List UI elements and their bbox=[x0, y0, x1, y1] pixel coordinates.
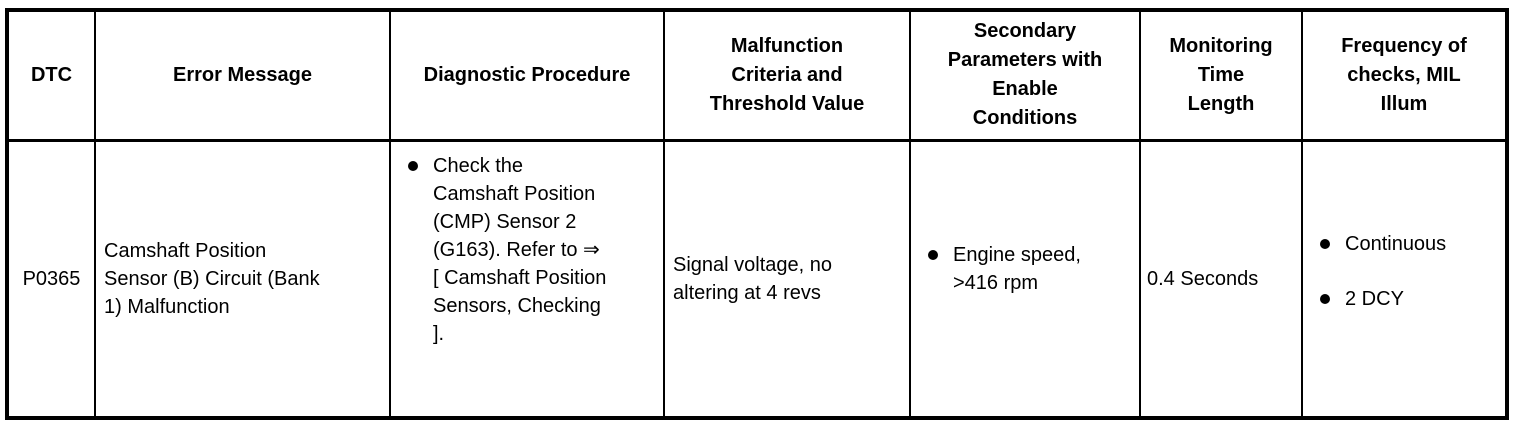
monitoring-time-text: 0.4 Seconds bbox=[1147, 267, 1259, 290]
error-message-text: Camshaft Position Sensor (B) Circuit (Ba… bbox=[104, 239, 320, 318]
header-dtc: DTC bbox=[6, 9, 96, 142]
cell-dtc: P0365 bbox=[6, 139, 96, 419]
cell-error-message: Camshaft Position Sensor (B) Circuit (Ba… bbox=[94, 139, 391, 419]
header-secondary-parameters: Secondary Parameters with Enable Conditi… bbox=[909, 9, 1141, 142]
frequency-item: Continuous bbox=[1304, 230, 1501, 258]
cell-monitoring-time: 0.4 Seconds bbox=[1139, 139, 1303, 419]
frequency-item: 2 DCY bbox=[1304, 285, 1501, 313]
header-error-message: Error Message bbox=[94, 9, 391, 142]
bullet-icon bbox=[928, 249, 938, 260]
secondary-parameter-item: Engine speed, >416 rpm bbox=[912, 241, 1135, 297]
dtc-table: DTC Error Message Diagnostic Procedure M… bbox=[5, 8, 1509, 420]
malfunction-criteria-text: Signal voltage, no altering at 4 revs bbox=[673, 253, 833, 304]
frequency-item-text: 2 DCY bbox=[1345, 288, 1404, 311]
header-malfunction-criteria: Malfunction Criteria and Threshold Value bbox=[663, 9, 911, 142]
table-row: P0365 Camshaft Position Sensor (B) Circu… bbox=[6, 139, 1508, 419]
cell-frequency: Continuous 2 DCY bbox=[1301, 139, 1508, 419]
bullet-icon bbox=[1320, 239, 1330, 250]
diagnostic-procedure-text: Check the Camshaft Position (CMP) Sensor… bbox=[433, 154, 607, 345]
header-diagnostic-procedure: Diagnostic Procedure bbox=[389, 9, 665, 142]
diagnostic-procedure-item: Check the Camshaft Position (CMP) Sensor… bbox=[392, 152, 659, 348]
header-row: DTC Error Message Diagnostic Procedure M… bbox=[6, 9, 1508, 142]
cell-diagnostic-procedure: Check the Camshaft Position (CMP) Sensor… bbox=[389, 139, 665, 419]
header-frequency: Frequency of checks, MIL Illum bbox=[1301, 9, 1508, 142]
frequency-item-text: Continuous bbox=[1345, 233, 1447, 256]
dtc-code: P0365 bbox=[22, 267, 81, 290]
bullet-icon bbox=[1320, 294, 1330, 305]
header-monitoring-time: Monitoring Time Length bbox=[1139, 9, 1303, 142]
cell-malfunction-criteria: Signal voltage, no altering at 4 revs bbox=[663, 139, 911, 419]
bullet-icon bbox=[408, 160, 418, 171]
secondary-parameter-text: Engine speed, >416 rpm bbox=[953, 243, 1081, 294]
cell-secondary-parameters: Engine speed, >416 rpm bbox=[909, 139, 1141, 419]
